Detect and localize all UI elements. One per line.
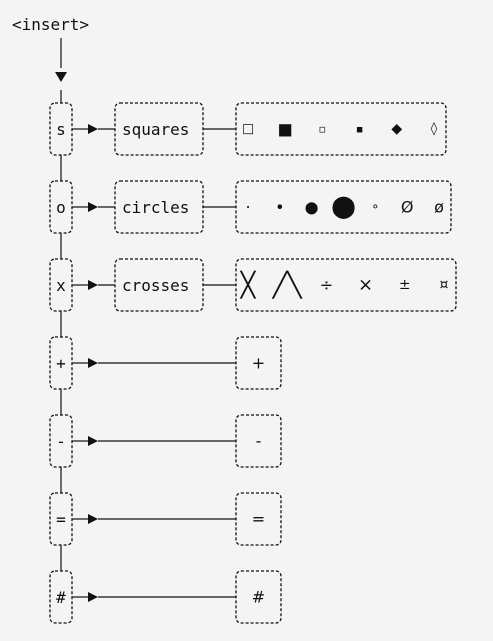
title-arrow-icon xyxy=(55,72,67,82)
symbol-glyph: ± xyxy=(399,277,411,293)
symbols-box xyxy=(235,258,457,312)
symbol-glyph: ∘ xyxy=(371,200,379,215)
symbol-glyph: ◆ xyxy=(391,121,402,137)
symbol-glyph: ÷ xyxy=(320,276,333,295)
symbol-glyph: ⬤ xyxy=(331,195,356,220)
symbols-box xyxy=(235,414,282,468)
symbol-glyph: ▪ xyxy=(356,123,363,136)
row-arrow-icon xyxy=(88,592,98,602)
category-label: circles xyxy=(122,198,189,217)
symbol-glyph: ╳ xyxy=(239,270,257,299)
symbol-glyph: ◊ xyxy=(431,122,438,137)
row-arrow-icon xyxy=(88,436,98,446)
symbol-glyph: Ø xyxy=(401,198,414,217)
symbol-glyph: · xyxy=(245,198,250,217)
symbol-glyph: ¤ xyxy=(440,277,449,293)
category-label: crosses xyxy=(122,276,189,295)
symbol-glyph: ■ xyxy=(278,120,293,139)
symbol-glyph: # xyxy=(252,588,265,607)
symbol-glyph: - xyxy=(256,432,262,451)
symbols-box xyxy=(235,336,282,390)
symbols-box xyxy=(235,102,447,156)
key-char: # xyxy=(56,588,66,607)
symbols-box xyxy=(235,570,282,624)
key-char: s xyxy=(56,120,66,139)
symbol-glyph: + xyxy=(252,354,265,373)
row-arrow-icon xyxy=(88,124,98,134)
symbol-glyph: × xyxy=(358,275,373,296)
key-char: + xyxy=(56,354,66,373)
category-label: squares xyxy=(122,120,189,139)
diagram-title: <insert> xyxy=(12,15,89,34)
symbols-box xyxy=(235,180,452,234)
symbol-glyph: ● xyxy=(305,198,319,217)
symbol-glyph: ╱╲ xyxy=(271,270,303,299)
row-arrow-icon xyxy=(88,514,98,524)
key-char: x xyxy=(56,276,66,295)
key-char: = xyxy=(56,510,66,529)
row-arrow-icon xyxy=(88,358,98,368)
row-arrow-icon xyxy=(88,202,98,212)
key-char: o xyxy=(56,198,66,217)
key-char: - xyxy=(56,432,66,451)
symbol-glyph: ø xyxy=(434,198,444,217)
symbols-box xyxy=(235,492,282,546)
symbol-glyph: • xyxy=(275,198,284,217)
symbol-glyph: = xyxy=(252,510,265,529)
symbol-glyph: ▫ xyxy=(319,123,326,136)
row-arrow-icon xyxy=(88,280,98,290)
symbol-glyph: □ xyxy=(242,122,254,137)
